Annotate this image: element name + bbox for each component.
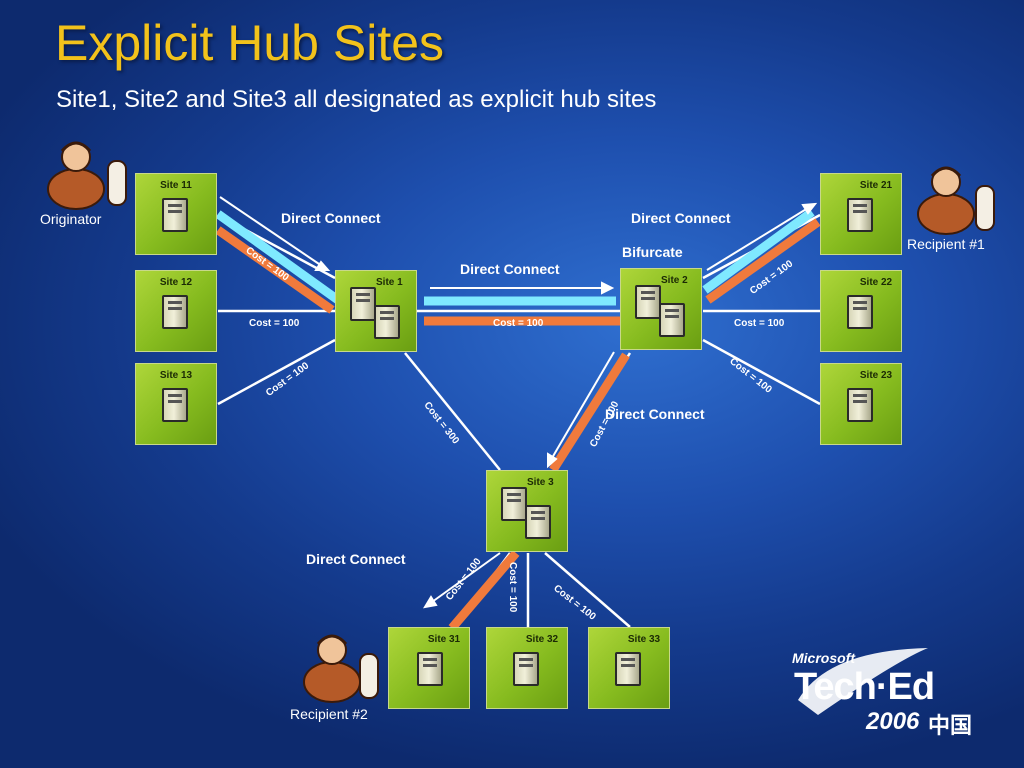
arrowhead-s3-s31 (423, 595, 438, 609)
route-cyan-s11-s1 (215, 210, 341, 304)
server-icon (162, 198, 188, 232)
site-22[interactable]: Site 22 (820, 270, 902, 352)
route-orange-s11-s1 (215, 226, 335, 314)
server-icon (417, 652, 443, 686)
server-icon (525, 505, 551, 539)
site-3-label: Site 3 (527, 477, 554, 488)
link-s3-s33 (544, 552, 631, 628)
cost-label-s12-s1: Cost = 100 (249, 318, 300, 329)
route-orange-s2-s21 (705, 218, 821, 304)
person-icon (303, 634, 379, 703)
site-1-label: Site 1 (376, 277, 403, 288)
server-icon (350, 287, 376, 321)
recipient-2-label: Recipient #2 (290, 706, 368, 722)
direct-connect-label-bottom: Direct Connect (306, 551, 406, 567)
site-13-label: Site 13 (159, 370, 193, 381)
arrow-group (219, 196, 818, 609)
site-21[interactable]: Site 21 (820, 173, 902, 255)
site-13[interactable]: Site 13 (135, 363, 217, 445)
route-orange-s3-s31 (448, 550, 520, 631)
bifurcate-label: Bifurcate (622, 244, 683, 260)
teched-logo: Microsoft Tech·Ed 2006 中国 (788, 640, 1008, 740)
slide-title: Explicit Hub Sites (55, 15, 445, 71)
server-icon (162, 388, 188, 422)
direct-connect-label-center: Direct Connect (460, 261, 560, 277)
route-cyan (215, 208, 815, 306)
site-12[interactable]: Site 12 (135, 270, 217, 352)
server-icon (635, 285, 661, 319)
site-31-label: Site 31 (427, 634, 461, 645)
link-s13-s1 (217, 338, 336, 406)
direct-connect-label-s2-s3: Direct Connect (605, 406, 705, 422)
site-33-label: Site 33 (627, 634, 661, 645)
logo-year: 2006 (866, 708, 920, 735)
originator-label: Originator (40, 211, 102, 227)
cost-label-s3-s32: Cost = 100 (507, 562, 518, 613)
logo-swoosh (798, 648, 928, 715)
link-s1-s3 (404, 352, 501, 471)
server-icon (162, 295, 188, 329)
arrow-s2-s21 (706, 207, 809, 271)
site-23-label: Site 23 (859, 370, 893, 381)
site-11[interactable]: Site 11 (135, 173, 217, 255)
site-31[interactable]: Site 31 (388, 627, 470, 709)
arrowhead-s2-s3 (547, 452, 558, 469)
site-33[interactable]: Site 33 (588, 627, 670, 709)
site-21-label: Site 21 (859, 180, 893, 191)
person-icon (917, 166, 995, 235)
route-cyan-s2-s21 (702, 208, 815, 294)
server-icon (847, 198, 873, 232)
server-icon (847, 388, 873, 422)
server-icon (374, 305, 400, 339)
site-23[interactable]: Site 23 (820, 363, 902, 445)
cost-label-s1-s2: Cost = 100 (493, 318, 544, 329)
slide-subtitle: Site1, Site2 and Site3 all designated as… (56, 86, 657, 113)
direct-connect-label-left: Direct Connect (281, 210, 381, 226)
logo-teched: Tech·Ed (794, 666, 935, 708)
arrow-s3-s31 (431, 552, 501, 603)
cost-label-s2-s22: Cost = 100 (734, 318, 785, 329)
logo-region: 中国 (928, 713, 973, 738)
link-group (217, 213, 821, 628)
arrowhead-s1-s2 (601, 281, 615, 295)
arrowhead-s11-s1 (314, 260, 331, 271)
site-22-label: Site 22 (859, 277, 893, 288)
site-32[interactable]: Site 32 (486, 627, 568, 709)
site-32-label: Site 32 (525, 634, 559, 645)
server-icon (847, 295, 873, 329)
server-icon (513, 652, 539, 686)
arrowhead-s2-s21 (801, 202, 818, 215)
site-2-label: Site 2 (661, 275, 688, 286)
server-icon (659, 303, 685, 337)
person-icon (47, 141, 127, 210)
site-3[interactable]: Site 3 (486, 470, 568, 552)
site-12-label: Site 12 (159, 277, 193, 288)
site-2[interactable]: Site 2 (620, 268, 702, 350)
direct-connect-label-right: Direct Connect (631, 210, 731, 226)
route-orange-s2-s3 (549, 352, 630, 473)
server-icon (615, 652, 641, 686)
route-orange (215, 218, 821, 631)
logo-microsoft: Microsoft (792, 650, 855, 666)
server-icon (501, 487, 527, 521)
site-1[interactable]: Site 1 (335, 270, 417, 352)
arrow-s2-s3 (551, 351, 615, 459)
arrow-s11-s1 (219, 196, 323, 267)
site-11-label: Site 11 (160, 180, 192, 191)
recipient-1-label: Recipient #1 (907, 236, 985, 252)
link-s2-s23 (702, 338, 821, 406)
